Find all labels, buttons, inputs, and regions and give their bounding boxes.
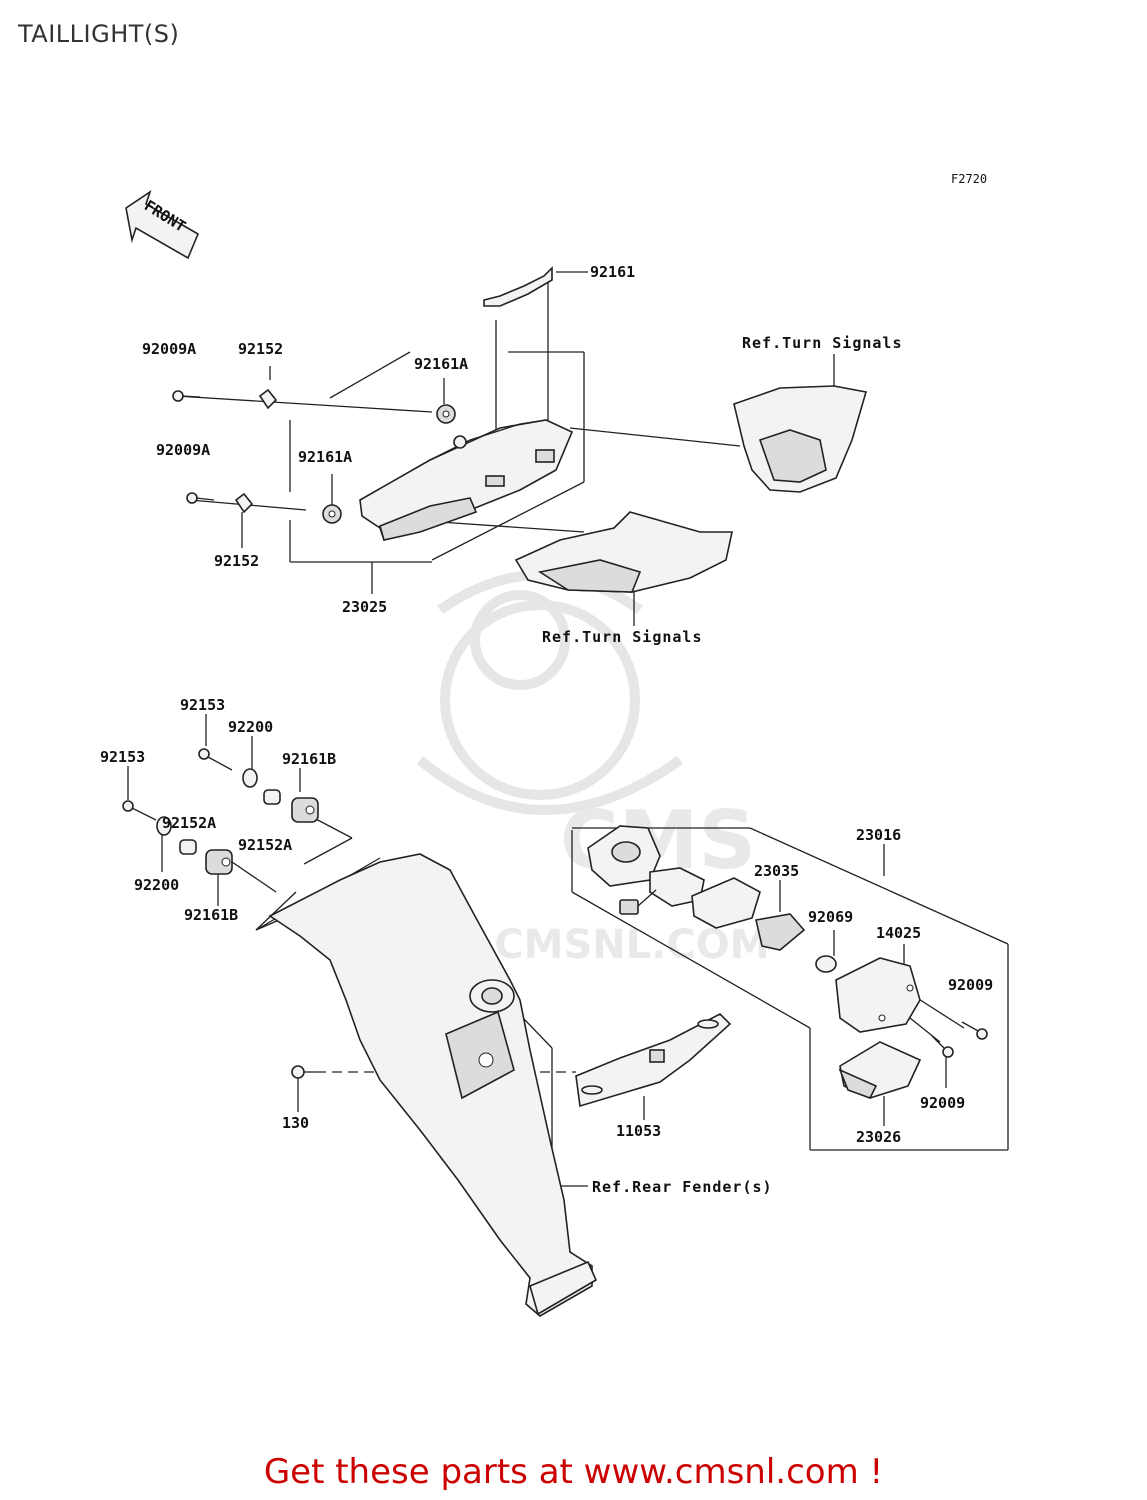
promo-banner: Get these parts at www.cmsnl.com ! — [263, 1452, 884, 1492]
ref-turn-signals-right: Ref.Turn Signals — [742, 334, 903, 352]
callout-92153-top: 92153 — [180, 696, 225, 714]
callout-92152a-right: 92152A — [238, 836, 292, 854]
part-92152-bottom — [234, 492, 254, 514]
ref-rear-fenders: Ref.Rear Fender(s) — [592, 1178, 773, 1196]
part-92152-top — [258, 388, 278, 410]
callout-23026: 23026 — [856, 1128, 901, 1146]
callout-92161a-top: 92161A — [414, 355, 468, 373]
callout-92009a-bottom: 92009A — [156, 441, 210, 459]
part-turn-signal-right — [733, 385, 868, 493]
part-23035-socket — [619, 867, 806, 951]
callout-92153-left: 92153 — [100, 748, 145, 766]
callout-92009-upper: 92009 — [948, 976, 993, 994]
part-92152a-left — [179, 839, 197, 855]
callout-11053: 11053 — [616, 1122, 661, 1140]
part-92200-left — [156, 816, 172, 836]
callout-92152-top: 92152 — [238, 340, 283, 358]
callout-92009a-top: 92009A — [142, 340, 196, 358]
part-92153-top — [198, 748, 233, 771]
callout-92161a-bottom: 92161A — [298, 448, 352, 466]
callout-92200-top: 92200 — [228, 718, 273, 736]
callout-92161b-top: 92161B — [282, 750, 336, 768]
part-92161a-bottom — [322, 504, 342, 524]
part-92009a-bottom — [186, 492, 215, 504]
callout-92161: 92161 — [590, 263, 635, 281]
callout-92069: 92069 — [808, 908, 853, 926]
part-92161 — [483, 266, 553, 307]
part-11053-bracket — [575, 1013, 732, 1108]
ref-turn-signals-bottom: Ref.Turn Signals — [542, 628, 703, 646]
part-turn-signal-bottom — [514, 511, 733, 593]
callout-92152a-left: 92152A — [162, 814, 216, 832]
front-arrow-icon: FRONT — [125, 190, 200, 260]
callout-92161b-bottom: 92161B — [184, 906, 238, 924]
part-rear-fender — [268, 853, 598, 1317]
callout-23016: 23016 — [856, 826, 901, 844]
part-92152a-right — [263, 789, 281, 805]
part-92069-bulb — [815, 955, 837, 973]
callout-130: 130 — [282, 1114, 309, 1132]
parts-diagram: CMS WWW.CMSNL.COM FRONT — [100, 190, 1009, 1317]
callout-14025: 14025 — [876, 924, 921, 942]
part-92161a-top — [436, 404, 456, 424]
part-92009-screw-upper — [961, 1021, 988, 1040]
part-23016-light-base — [587, 825, 661, 887]
callout-92009-lower: 92009 — [920, 1094, 965, 1112]
part-92161b-bottom — [205, 849, 233, 875]
part-130 — [291, 1065, 316, 1079]
part-14025-lens — [835, 957, 921, 1033]
callout-92152-bottom: 92152 — [214, 552, 259, 570]
page-title: TAILLIGHT(S) — [18, 20, 180, 48]
part-23025-taillight — [359, 419, 574, 542]
part-92161b-top — [291, 797, 319, 823]
callout-23025: 23025 — [342, 598, 387, 616]
part-92200-top — [242, 768, 258, 788]
part-92153-left — [122, 800, 157, 821]
callout-92200-left: 92200 — [134, 876, 179, 894]
part-92009-screw-lower — [931, 1035, 954, 1058]
part-23026-cover — [838, 1041, 922, 1099]
figure-code: F2720 — [951, 172, 988, 186]
part-92009a-top — [172, 390, 201, 402]
callout-23035: 23035 — [754, 862, 799, 880]
